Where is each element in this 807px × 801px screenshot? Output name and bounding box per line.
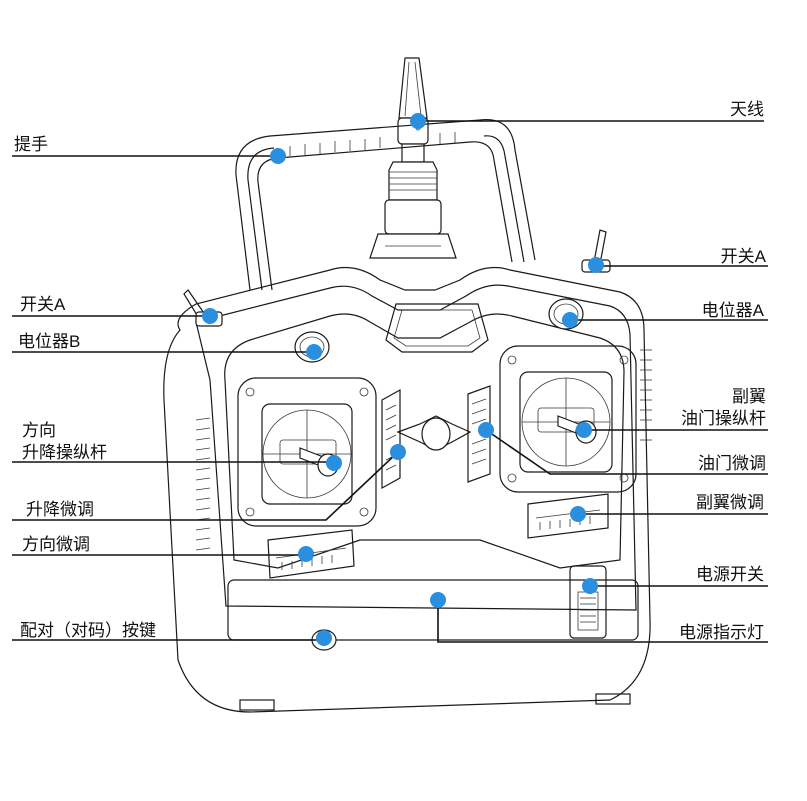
power-switch-marker: [582, 578, 598, 594]
label-throttle-trim: 油门微调: [698, 454, 766, 473]
label-aileron-line2: 油门操纵杆: [681, 409, 766, 428]
label-switch-a-left: 开关A: [20, 295, 66, 314]
handle-drawing: [235, 118, 536, 291]
pot-a-marker: [562, 312, 578, 328]
label-rudder-trim: 方向微调: [22, 535, 90, 554]
rudder-trim-marker: [298, 546, 314, 562]
right-gimbal-drawing: [499, 345, 637, 493]
label-aileron-trim: 副翼微调: [696, 493, 764, 512]
center-trims-drawing: [381, 385, 491, 490]
label-bind-button: 配对（对码）按键: [20, 621, 156, 640]
label-rudder-line1: 方向: [22, 421, 56, 440]
markers: [202, 113, 604, 646]
labels: 天线 提手 开关A 开关A 电位器A 电位器B 副翼 油门操纵杆 方向 升降操纵…: [14, 100, 767, 642]
label-elevator-trim: 升降微调: [26, 500, 94, 519]
label-rudder-line2: 升降操纵杆: [22, 443, 107, 462]
label-pot-b: 电位器B: [18, 332, 80, 351]
power-led-marker: [430, 592, 446, 608]
switch-a-right-marker: [588, 257, 604, 273]
aileron-trim-marker: [570, 506, 586, 522]
label-power-led: 电源指示灯: [679, 623, 764, 642]
aileron-trim-drawing: [527, 493, 609, 539]
label-antenna: 天线: [730, 100, 764, 119]
label-switch-a-right: 开关A: [721, 247, 767, 266]
antenna-marker: [410, 113, 426, 129]
label-pot-a: 电位器A: [702, 301, 765, 320]
elevator-trim-marker: [390, 444, 406, 460]
left-gimbal-drawing: [237, 377, 377, 527]
label-handle: 提手: [14, 135, 48, 154]
antenna-drawing: [369, 57, 457, 259]
aileron-stick-marker: [576, 422, 592, 438]
power-switch-drawing: [569, 565, 607, 639]
throttle-trim-marker: [478, 422, 494, 438]
label-aileron-line1: 副翼: [732, 387, 766, 406]
rudder-stick-marker: [326, 455, 342, 471]
leader-lines: [12, 120, 768, 643]
label-power-switch: 电源开关: [696, 565, 764, 584]
switch-a-left-marker: [202, 308, 218, 324]
bind-button-marker: [316, 630, 332, 646]
handle-marker: [270, 148, 286, 164]
transmitter-body: [163, 267, 652, 713]
pot-b-marker: [306, 344, 322, 360]
